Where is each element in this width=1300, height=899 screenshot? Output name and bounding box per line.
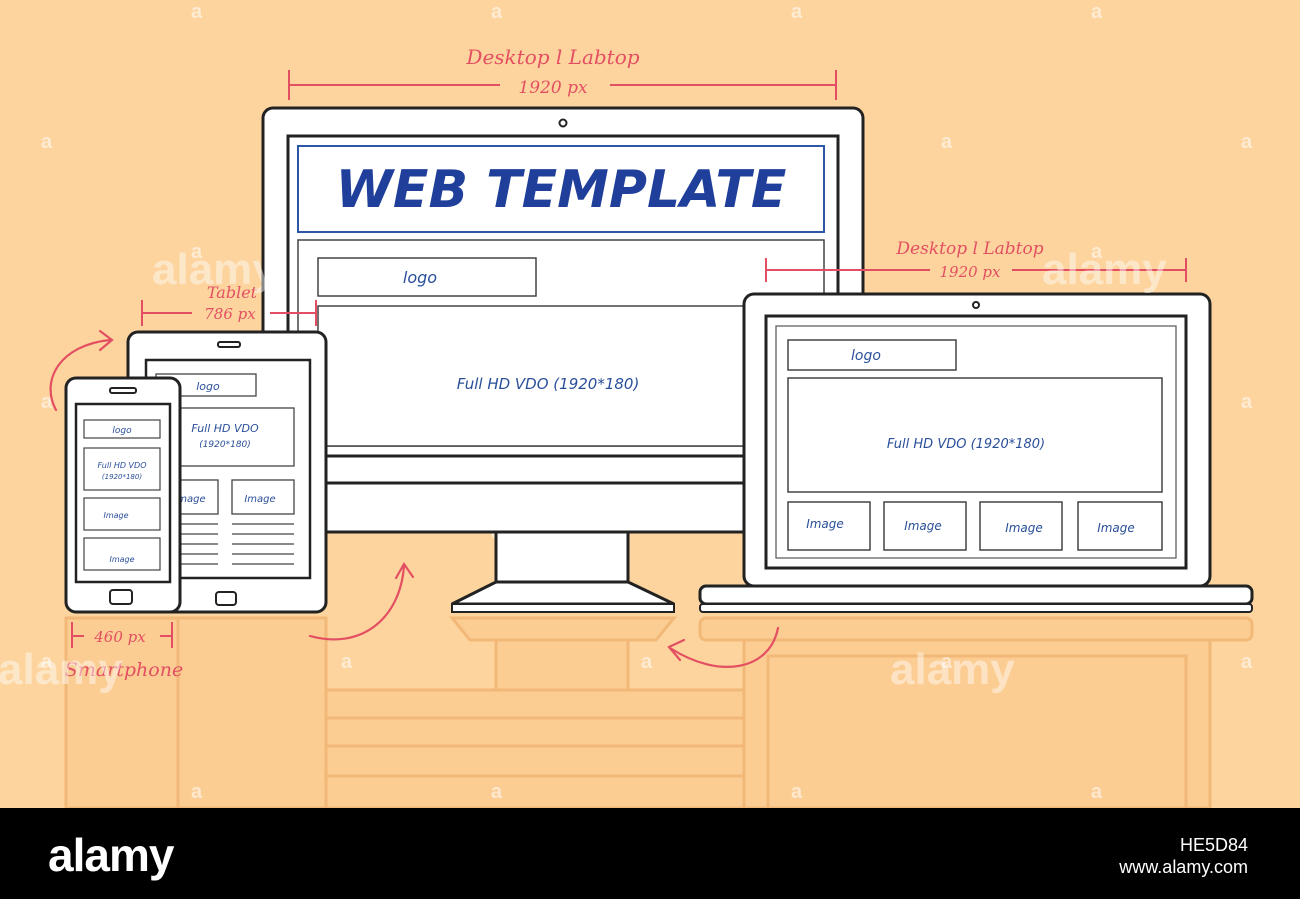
svg-text:a: a (1091, 241, 1103, 263)
desktop-video-box (317, 305, 825, 447)
image-id: HE5D84 (1179, 835, 1248, 855)
smartphone-image-label: Image (103, 511, 128, 520)
camera-icon (972, 301, 980, 309)
tablet-dimension-label: Tablet (207, 283, 258, 302)
laptop-width-label: 1920 px (939, 263, 1001, 281)
smartphone-width-label: 460 px (93, 628, 146, 646)
curved-arrow-icon (668, 626, 780, 668)
camera-icon (558, 118, 568, 128)
curved-arrow-icon (49, 338, 112, 412)
arrow-head-icon (394, 561, 415, 580)
laptop-dimension-label: Desktop l Labtop (895, 239, 1043, 259)
home-button-icon (215, 591, 237, 606)
laptop-image-label: Image (1005, 521, 1043, 535)
stock-footer-bar: alamy HE5D84 www.alamy.com (0, 808, 1300, 899)
site-url: www.alamy.com (1119, 857, 1248, 877)
tablet-image-label: Image (174, 494, 205, 505)
desktop-width-label: 1920 px (518, 78, 588, 98)
tablet-logo-label: logo (196, 380, 220, 393)
svg-text:a: a (941, 131, 953, 153)
svg-text:a: a (1241, 391, 1253, 413)
tablet-dimension (141, 300, 317, 326)
desktop-logo-label: logo (403, 268, 437, 287)
smartphone-video-size: (1920*180) (102, 473, 142, 481)
svg-text:a: a (191, 781, 203, 803)
desk-reflection (64, 616, 1254, 808)
image-credit: HE5D84 www.alamy.com (1119, 834, 1248, 878)
smartphone-dimension-label: Smartphone (65, 659, 183, 681)
curved-arrow-icon (308, 564, 406, 641)
smartphone-logo-label: logo (112, 426, 132, 436)
svg-text:a: a (191, 241, 203, 263)
watermark-text: alamy (890, 645, 1015, 694)
laptop-logo-box (787, 339, 957, 371)
arrow-head-icon (667, 638, 686, 662)
svg-text:a: a (1241, 651, 1253, 673)
laptop-image-label: Image (904, 519, 942, 533)
laptop-image-label: Image (806, 517, 844, 531)
laptop-video-box (787, 377, 1163, 493)
home-button-icon (109, 589, 133, 605)
desktop-header: WEB TEMPLATE (297, 145, 825, 233)
svg-text:a: a (1091, 1, 1103, 23)
svg-text:a: a (41, 391, 53, 413)
svg-text:a: a (791, 1, 803, 23)
tablet-image-label: Image (244, 494, 275, 505)
laptop-video-label: Full HD VDO (1920*180) (887, 437, 1045, 452)
desktop-dimension-label: Desktop l Labtop (465, 45, 639, 69)
laptop-image-row: Image Image Image Image (787, 501, 1163, 551)
smartphone-dimension (71, 622, 173, 648)
svg-text:a: a (41, 651, 53, 673)
svg-text:a: a (941, 651, 953, 673)
curved-arrow-icons (49, 329, 780, 668)
laptop-dimension (765, 258, 1187, 282)
desktop-dimension (288, 70, 837, 100)
laptop-logo-label: logo (851, 348, 881, 364)
tablet-video-label: Full HD VDO (191, 422, 259, 435)
smartphone-image-label: Image (109, 555, 134, 564)
svg-text:a: a (641, 651, 653, 673)
tablet-video-size: (1920*180) (199, 440, 251, 450)
svg-text:a: a (1241, 131, 1253, 153)
svg-text:a: a (41, 131, 53, 153)
svg-text:a: a (491, 781, 503, 803)
desktop-logo-box (317, 257, 537, 297)
tablet-width-label: 786 px (204, 305, 256, 323)
svg-text:a: a (191, 1, 203, 23)
watermark-text: alamy (152, 245, 277, 294)
laptop-image-label: Image (1097, 521, 1135, 535)
desktop-video-label: Full HD VDO (1920*180) (457, 375, 640, 393)
speaker-icon (217, 341, 241, 348)
watermark-overlay: alamy alamy alamy alamy (0, 245, 1167, 694)
speaker-icon (109, 387, 137, 394)
svg-text:a: a (341, 651, 353, 673)
svg-text:a: a (491, 1, 503, 23)
watermark-text: alamy (1042, 245, 1167, 294)
smartphone: logo Full HD VDO (1920*180) Image Image (64, 376, 182, 614)
smartphone-video-label: Full HD VDO (98, 461, 147, 470)
svg-text:a: a (791, 781, 803, 803)
svg-text:a: a (1091, 781, 1103, 803)
watermark-text: alamy (0, 645, 123, 694)
arrow-head-icon (98, 329, 114, 352)
alamy-logo: alamy (48, 829, 174, 881)
page-title: WEB TEMPLATE (336, 160, 787, 220)
